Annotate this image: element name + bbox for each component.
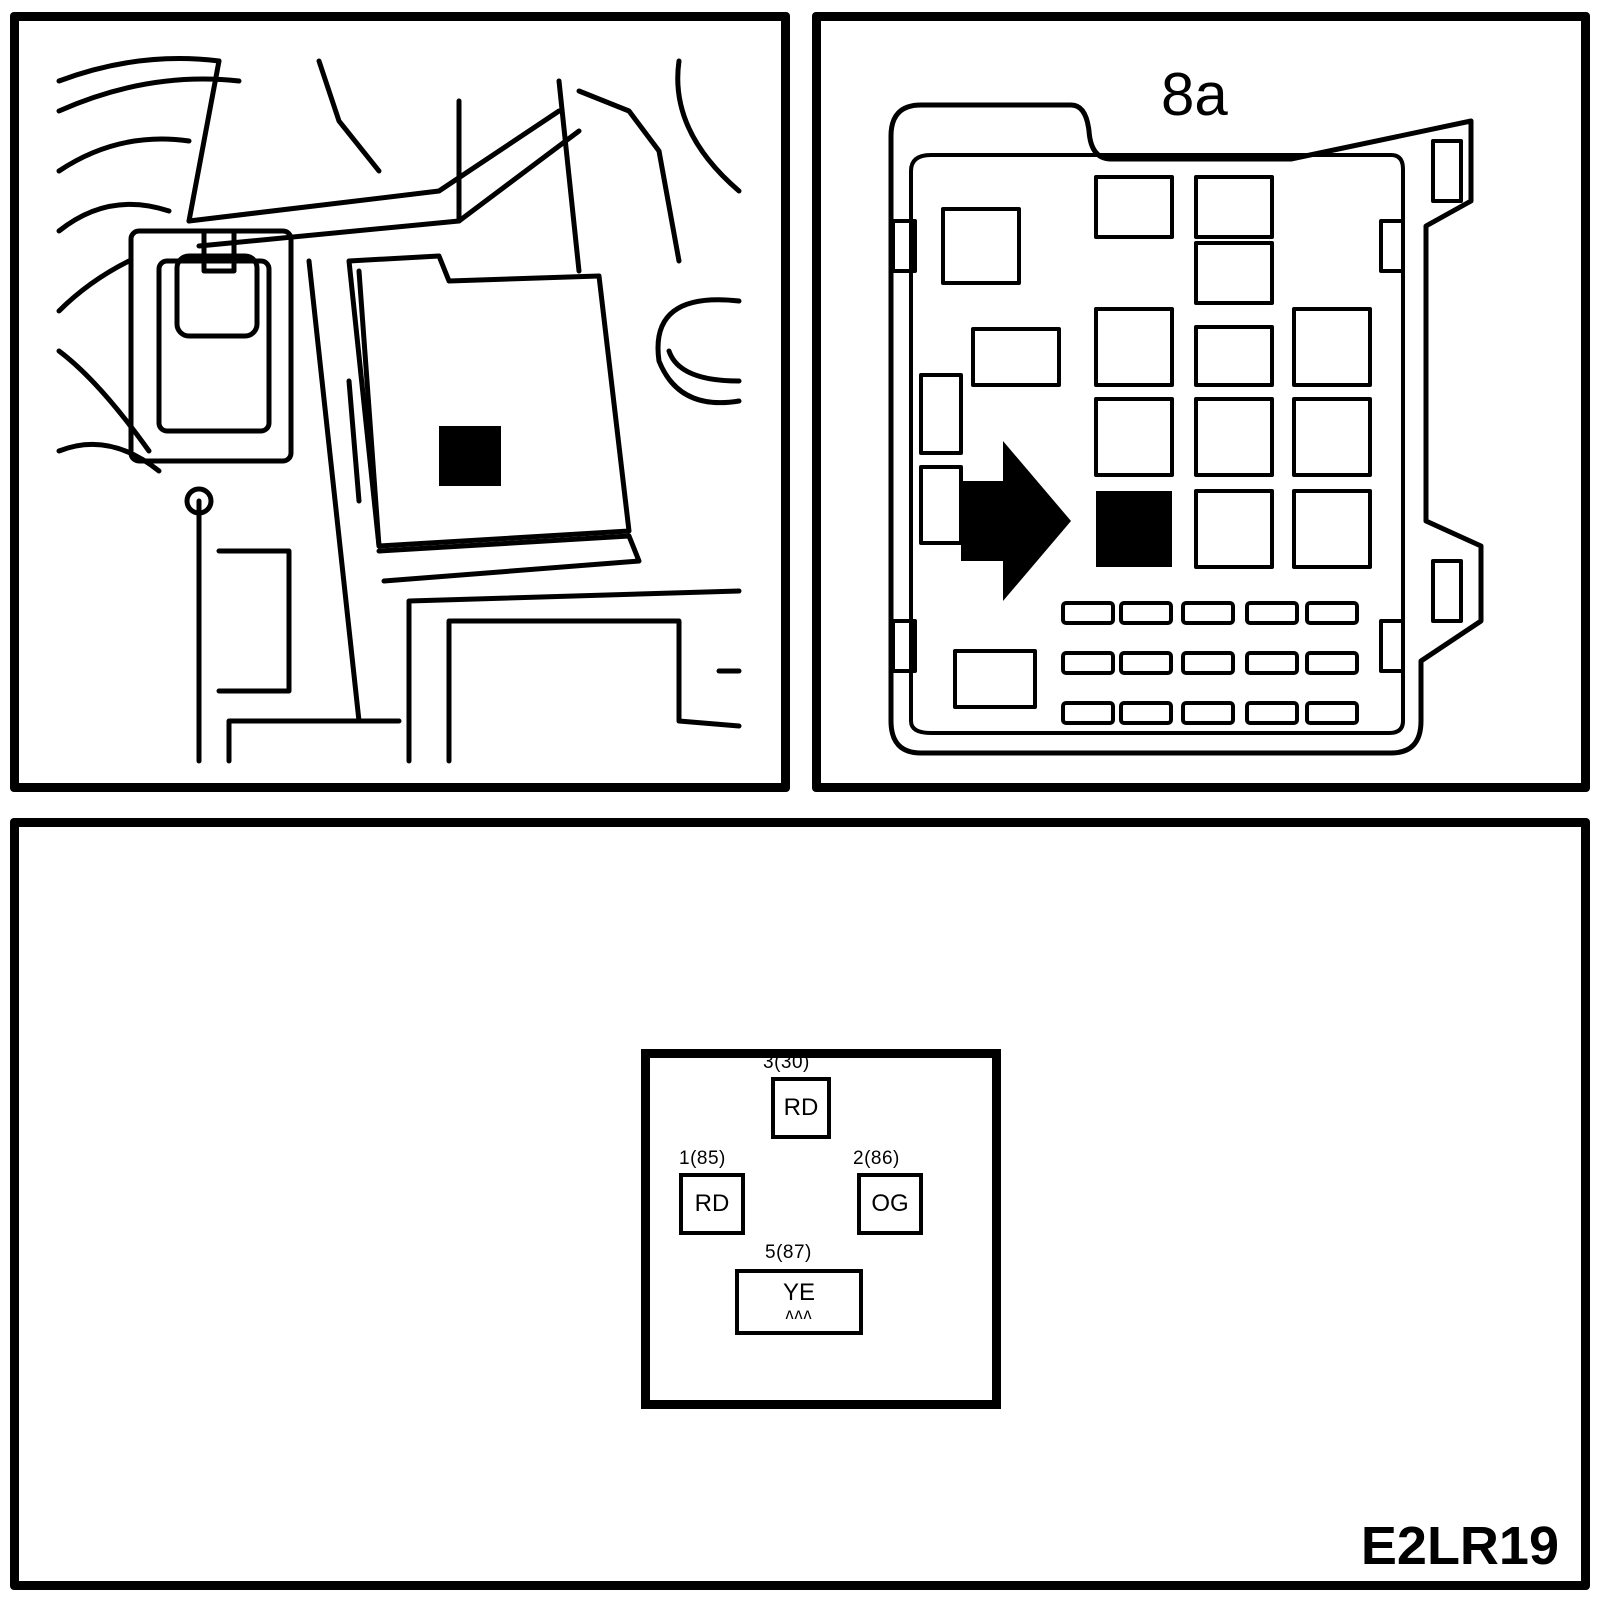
relay-outline [641, 1049, 1001, 1409]
engine-bay-panel [10, 12, 790, 792]
relay-grid [1094, 307, 1372, 569]
pin-wire-color: YE [782, 1279, 815, 1306]
relay-pinout-panel: 3(30) RD 1(85) RD 2(86) OG 5(87) YE ᴧᴧᴧ … [10, 818, 1590, 1590]
relay-slot [1194, 489, 1274, 569]
pin-number: 2(86) [853, 1148, 900, 1169]
fuse-slot [1061, 651, 1115, 675]
fuse-slot [1305, 651, 1359, 675]
fuse-slot [1245, 701, 1299, 725]
highlighted-relay-location [439, 426, 501, 486]
box-slot [971, 327, 1061, 387]
relay-slot [1094, 397, 1174, 477]
relay-slot [1194, 325, 1274, 387]
box-slot [1194, 175, 1274, 239]
fuse-slot [1061, 601, 1115, 625]
relay-slot [1194, 397, 1274, 477]
pin-terminal: YE ᴧᴧᴧ [735, 1269, 863, 1335]
fuse-slot [1119, 701, 1173, 725]
relay-slot [1094, 307, 1174, 387]
fuse-slot [1305, 601, 1359, 625]
fuse-slot [1181, 651, 1235, 675]
pin-number: 5(87) [765, 1242, 812, 1263]
box-slot [1094, 175, 1174, 239]
relay-box-panel: 8a [812, 12, 1590, 792]
pin-wire-color: RD [783, 1094, 819, 1121]
relay-slot [1292, 489, 1372, 569]
fuse-rows [1061, 601, 1359, 725]
pin-number: 1(85) [679, 1148, 726, 1169]
fuse-slot [1119, 601, 1173, 625]
fuse-slot [1245, 601, 1299, 625]
fuse-slot [1181, 701, 1235, 725]
arrow-right-icon [961, 441, 1071, 601]
pin-wire-color: RD [694, 1190, 730, 1217]
fuse-slot [1245, 651, 1299, 675]
relay-slot [1292, 307, 1372, 387]
pin-terminal: RD [771, 1077, 831, 1139]
box-slot [941, 207, 1021, 285]
resistor-symbol: ᴧᴧᴧ [785, 1306, 813, 1323]
engine-bay-drawing [56, 56, 742, 764]
relay-slot [1292, 397, 1372, 477]
relay-box-label: 8a [1161, 61, 1228, 128]
fuse-slot [1119, 651, 1173, 675]
figure-reference: E2LR19 [1360, 1516, 1559, 1576]
pin-terminal: RD [679, 1173, 745, 1235]
pin-terminal: OG [857, 1173, 923, 1235]
pin-number: 3(30) [763, 1052, 810, 1073]
highlighted-relay-slot [1096, 491, 1172, 567]
fuse-slot [1305, 701, 1359, 725]
pin-wire-color: OG [871, 1190, 909, 1217]
fuse-slot [1061, 701, 1115, 725]
box-slot [1194, 241, 1274, 305]
fuse-slot [1181, 601, 1235, 625]
box-slot [953, 649, 1037, 709]
relay-box-drawing [888, 102, 1484, 756]
